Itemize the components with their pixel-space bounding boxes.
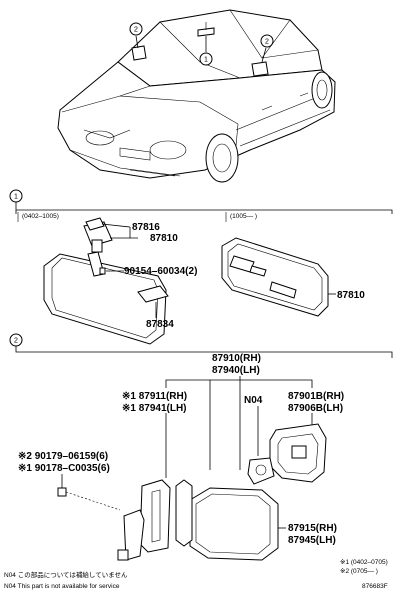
- svg-text:1: 1: [204, 57, 208, 64]
- section-1: 1 (0402–1005) (1005— ) 87816 87810: [9, 189, 393, 345]
- svg-text:2: 2: [265, 39, 269, 46]
- inner-mirror-early: [43, 217, 169, 345]
- part-87910-rh: 87910(RH): [212, 353, 261, 364]
- svg-text:2: 2: [134, 27, 138, 34]
- note-1: ※1 (0402–0705): [340, 559, 388, 566]
- callout-2-right: 2: [260, 34, 274, 48]
- mirror-glass: [269, 423, 327, 483]
- part-87901b-rh: 87901B(RH): [288, 391, 344, 402]
- part-87941-lh: ※1 87941(LH): [122, 403, 187, 414]
- part-87906b-lh: 87906B(LH): [288, 403, 343, 414]
- date-range-left: (0402–1005): [22, 213, 59, 220]
- part-90154-60034: 90154–60034(2): [124, 266, 197, 277]
- part-87810-late: 87810: [337, 290, 365, 301]
- note-2: ※2 (0705— ): [340, 568, 378, 575]
- section-1-marker: 1: [14, 194, 18, 201]
- drawing-number: 876683F: [362, 583, 388, 590]
- part-87945-lh: 87945(LH): [288, 535, 336, 546]
- callout-2-left: 2: [129, 22, 143, 36]
- section-2: 2 87910(RH) 87940(LH) ※1 87911(RH) ※1 87…: [9, 333, 393, 575]
- part-90179-06159: ※2 90179–06159(6): [18, 451, 108, 462]
- part-87911-rh: ※1 87911(RH): [122, 391, 187, 402]
- callout-1: 1: [199, 52, 213, 66]
- inner-mirror-late: [221, 237, 336, 317]
- section-2-marker: 2: [14, 338, 18, 345]
- part-90178-c0035: ※1 90178–C0035(6): [18, 463, 110, 474]
- part-87816: 87816: [132, 222, 160, 233]
- part-87940-lh: 87940(LH): [212, 365, 260, 376]
- mirror-assembly: [57, 479, 286, 561]
- car-illustration: [57, 9, 336, 183]
- part-87834: 87834: [146, 319, 174, 330]
- part-87915-rh: 87915(RH): [288, 523, 337, 534]
- date-range-right: (1005— ): [230, 213, 257, 220]
- footer-n04-jp: N04 この部品については補給していません: [4, 570, 128, 579]
- footer-n04-en: N04 This part is not available for servi…: [4, 583, 120, 590]
- part-87810-early: 87810: [150, 233, 178, 244]
- mirror-motor: [247, 457, 275, 485]
- n04-label: N04: [244, 395, 263, 406]
